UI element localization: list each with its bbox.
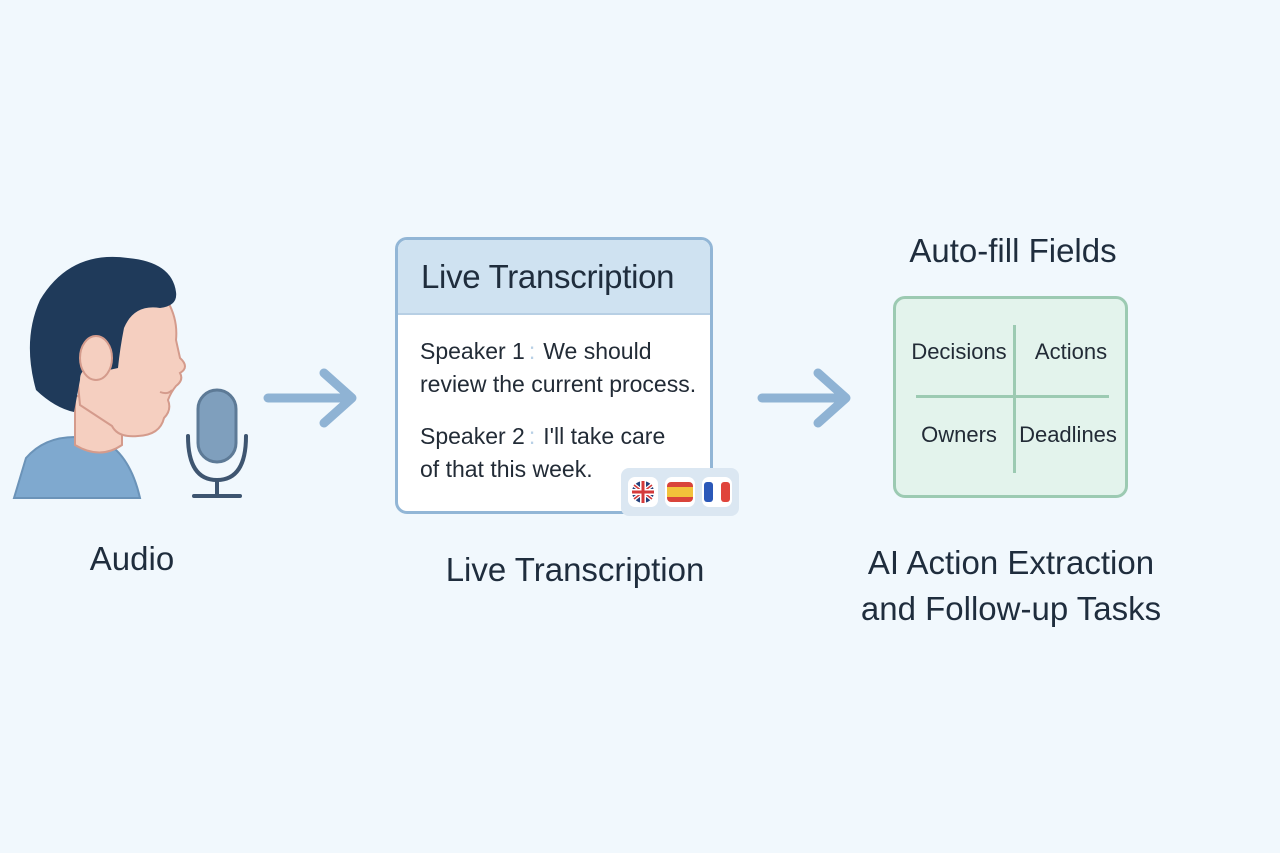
speaker-separator: : [528,338,536,364]
caption-transcription: Live Transcription [445,551,705,588]
speaker-person-illustration [12,256,248,499]
caption-ai-extraction: AI Action Extraction and Follow-up Tasks [830,540,1192,632]
caption-audio: Audio [89,540,175,577]
utterance-text: We should [543,338,652,364]
transcript-line: Speaker 1: We should review the current p… [420,335,710,401]
grid-divider-vertical [1013,325,1016,473]
hair-shape [29,256,177,412]
arrow-right-icon [263,368,357,428]
speaker-label: Speaker 1 [420,338,525,364]
field-decisions: Decisions [911,339,1007,364]
card-header-title: Live Transcription [398,240,710,315]
utterance-text: review the current process. [420,371,697,397]
autofill-title: Auto-fill Fields [909,232,1117,269]
caption-ai-line-2: and Follow-up Tasks [860,590,1162,627]
transcript-line: Speaker 2: I'll take care of that this we… [420,420,710,486]
arrow-right-icon [757,368,851,428]
microphone-icon [186,388,248,498]
language-flags [621,468,739,516]
speaker-label: Speaker 2 [420,423,525,449]
autofill-fields-grid: Decisions Actions Owners Deadlines [893,296,1128,498]
speaker-separator: : [528,423,536,449]
field-owners: Owners [921,422,997,447]
utterance-text: I'll take care [543,423,666,449]
spain-flag-icon[interactable] [664,477,695,507]
field-deadlines: Deadlines [1019,422,1117,447]
utterance-text: of that this week. [420,456,593,482]
transcript-body: Speaker 1: We should review the current p… [398,315,710,486]
france-flag-icon[interactable] [701,477,732,507]
ear-shape [79,335,113,381]
caption-ai-line-1: AI Action Extraction [867,544,1155,581]
field-actions: Actions [1034,339,1108,364]
grid-divider-horizontal [916,395,1109,398]
uk-flag-icon[interactable] [628,477,659,507]
transcription-card: Live Transcription Speaker 1: We should r… [395,237,713,514]
